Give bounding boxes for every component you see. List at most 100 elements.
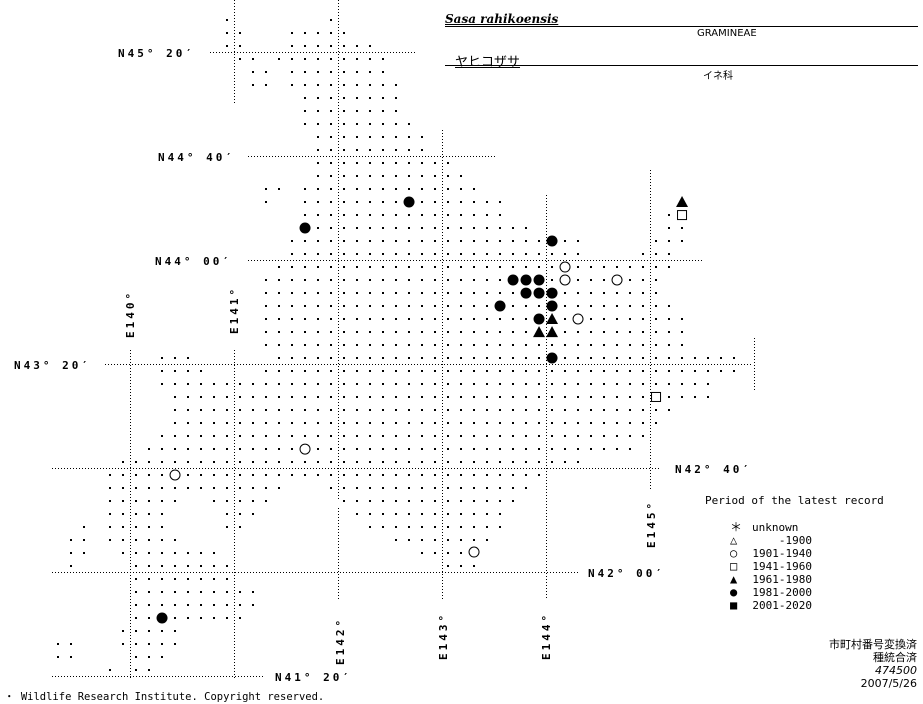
mesh-dot [434,435,436,437]
mesh-dot [473,266,475,268]
mesh-dot [421,162,423,164]
mesh-dot [395,292,397,294]
mesh-dot [395,357,397,359]
mesh-dot [291,84,293,86]
mesh-dot [551,461,553,463]
mesh-dot [330,487,332,489]
mesh-dot [473,279,475,281]
mesh-dot [473,370,475,372]
mesh-dot [655,383,657,385]
mesh-dot [109,474,111,476]
mesh-dot [460,188,462,190]
mesh-dot [343,370,345,372]
mesh-dot [434,201,436,203]
mesh-dot [343,253,345,255]
mesh-dot [447,227,449,229]
mesh-dot [499,253,501,255]
mesh-dot [343,110,345,112]
mesh-dot [135,552,137,554]
record-open-square [651,391,662,402]
mesh-dot [460,240,462,242]
mesh-dot [252,396,254,398]
legend-item: ■2001-2020 [730,599,812,613]
mesh-dot [629,435,631,437]
mesh-dot [239,422,241,424]
mesh-dot [382,227,384,229]
mesh-dot [226,526,228,528]
mesh-dot [226,565,228,567]
mesh-dot [317,370,319,372]
mesh-dot [369,474,371,476]
mesh-dot [356,188,358,190]
mesh-dot [603,318,605,320]
mesh-dot [733,370,735,372]
mesh-dot [642,266,644,268]
mesh-dot [460,253,462,255]
mesh-dot [304,305,306,307]
mesh-dot [330,84,332,86]
mesh-dot [135,669,137,671]
mesh-dot [460,487,462,489]
mesh-dot [252,383,254,385]
mesh-dot [434,461,436,463]
mesh-dot [434,396,436,398]
mesh-dot [434,292,436,294]
mesh-dot [135,617,137,619]
mesh-dot [525,409,527,411]
mesh-dot [408,370,410,372]
mesh-dot [707,383,709,385]
mesh-dot [447,422,449,424]
mesh-dot [668,305,670,307]
mesh-dot [174,578,176,580]
mesh-dot [577,370,579,372]
mesh-dot [369,513,371,515]
mesh-dot [499,318,501,320]
mesh-dot [382,123,384,125]
mesh-dot [278,266,280,268]
mesh-dot [486,266,488,268]
mesh-dot [252,435,254,437]
mesh-dot [304,253,306,255]
filled-circle-icon: ● [730,585,738,599]
mesh-dot [668,253,670,255]
mesh-dot [473,461,475,463]
record-filled-circle [156,612,168,624]
longitude-label: E142° [334,617,347,665]
mesh-dot [226,578,228,580]
mesh-dot [330,409,332,411]
mesh-dot [278,344,280,346]
mesh-dot [694,357,696,359]
mesh-dot [447,188,449,190]
mesh-dot [473,409,475,411]
mesh-dot [304,344,306,346]
mesh-dot [395,149,397,151]
mesh-dot [330,461,332,463]
mesh-dot [421,448,423,450]
mesh-dot [434,227,436,229]
mesh-dot [486,331,488,333]
mesh-dot [434,344,436,346]
mesh-dot [434,422,436,424]
mesh-dot [278,487,280,489]
mesh-dot [369,383,371,385]
mesh-dot [343,305,345,307]
mesh-dot [369,97,371,99]
mesh-dot [499,357,501,359]
mesh-dot [304,240,306,242]
mesh-dot [330,370,332,372]
mesh-dot [382,266,384,268]
mesh-dot [369,45,371,47]
mesh-dot [252,58,254,60]
mesh-dot [382,149,384,151]
mesh-dot [473,357,475,359]
mesh-dot [291,253,293,255]
mesh-dot [291,58,293,60]
mesh-dot [291,344,293,346]
mesh-dot [421,409,423,411]
mesh-dot [460,435,462,437]
mesh-dot [278,58,280,60]
mesh-dot [317,409,319,411]
mesh-dot [473,227,475,229]
mesh-dot [356,279,358,281]
mesh-dot [629,383,631,385]
